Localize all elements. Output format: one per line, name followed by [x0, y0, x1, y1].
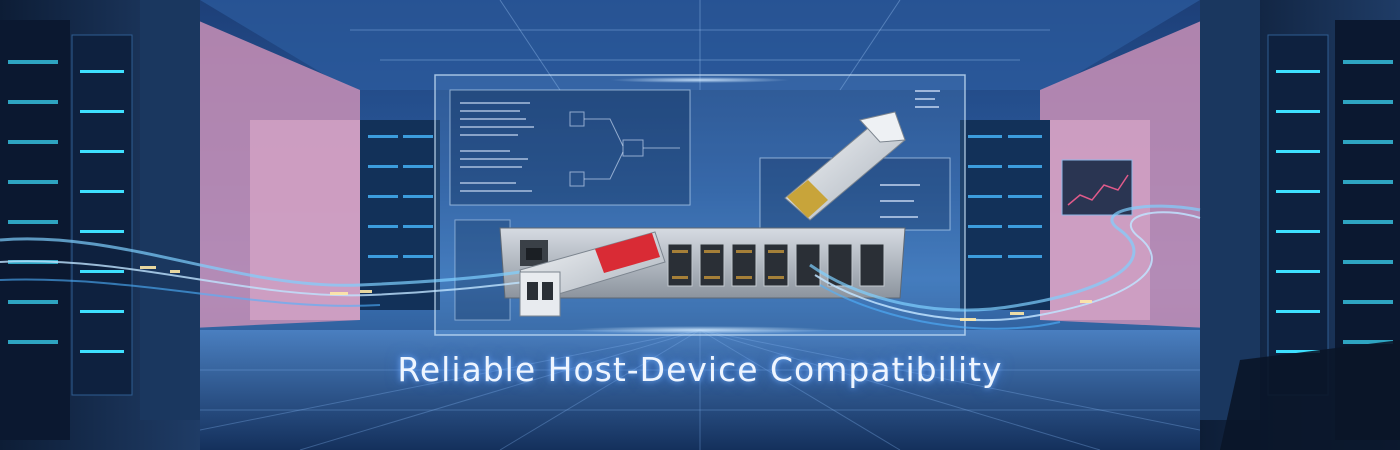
far-racks-left	[360, 120, 440, 310]
far-racks-right	[960, 120, 1133, 310]
foreground-panel	[1220, 340, 1400, 450]
hologram-circuit-lines	[569, 111, 680, 187]
hologram-text-lines	[460, 102, 534, 192]
server-rack-right-icon	[1200, 0, 1400, 450]
module-label	[595, 233, 660, 273]
hologram-side-panel	[454, 219, 511, 321]
sfp-transceiver-module-icon	[519, 231, 666, 317]
fiber-cable-icon	[0, 204, 1201, 330]
floor	[0, 330, 1400, 450]
sfp-transceiver-floating-icon	[784, 111, 906, 221]
banner-headline: Reliable Host-Device Compatibility	[397, 350, 1003, 389]
server-rack-left-icon	[0, 0, 200, 450]
data-light-dashes	[140, 266, 1092, 321]
wall-monitor	[1061, 159, 1133, 216]
ceiling	[200, 0, 1200, 90]
